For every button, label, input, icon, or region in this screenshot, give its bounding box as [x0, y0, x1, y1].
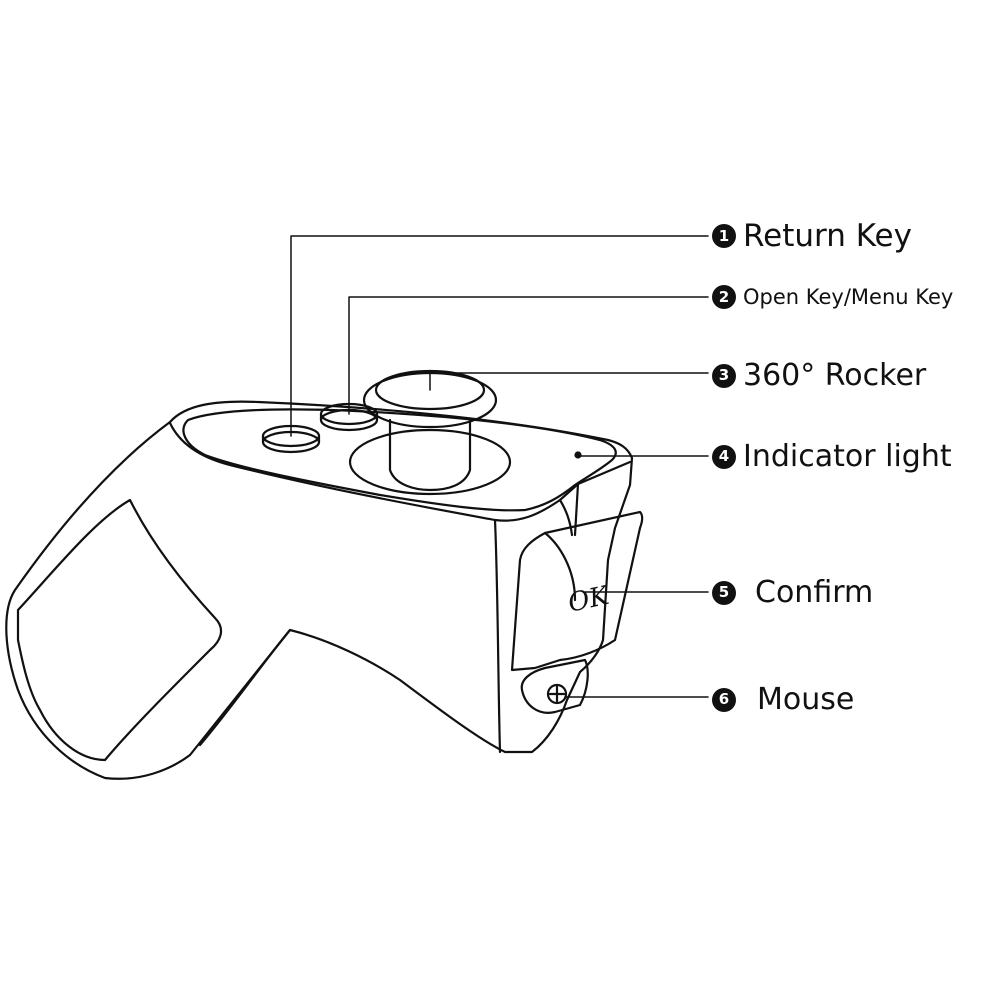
- confirm-ok-mark: OK: [566, 581, 614, 619]
- mouse-button-face: [520, 658, 589, 714]
- callout-label: Indicator light: [743, 439, 952, 474]
- leader-line-menu-key: [348, 296, 709, 415]
- confirm-button-face: [510, 510, 644, 672]
- callout-number: 4: [712, 444, 736, 469]
- front-face-split: [558, 498, 574, 537]
- callout-menu-key: 2 Open Key/Menu Key: [712, 285, 953, 309]
- rocker-base-ring: [348, 428, 512, 496]
- callout-label: 360° Rocker: [743, 358, 927, 393]
- controller-outline: [5, 400, 634, 780]
- mouse-icon: [546, 683, 568, 705]
- confirm-button: OK: [510, 510, 644, 672]
- callout-number: 5: [712, 580, 736, 605]
- callout-confirm: 5 Confirm: [712, 575, 873, 610]
- callout-number: 2: [712, 285, 736, 309]
- grip-panel: [16, 498, 223, 762]
- leader-lines: [290, 235, 709, 698]
- callout-label: Confirm: [755, 575, 874, 610]
- rocker-cap-top: [374, 369, 486, 411]
- front-face-left-edge: [493, 518, 502, 754]
- callout-label: Open Key/Menu Key: [743, 285, 954, 309]
- callout-rocker: 3 360° Rocker: [712, 358, 926, 393]
- callout-number: 1: [712, 224, 736, 248]
- callout-return-key: 1 Return Key: [712, 218, 912, 254]
- leader-line-rocker: [429, 372, 709, 391]
- callout-indicator-light: 4 Indicator light: [712, 439, 952, 474]
- grip-contour: [198, 628, 292, 747]
- callout-label: Mouse: [757, 682, 855, 717]
- callout-number: 6: [712, 687, 736, 712]
- confirm-button-bevel: [543, 531, 577, 602]
- callout-number: 3: [712, 363, 736, 388]
- controller-body: [5, 400, 634, 780]
- mouse-button: [520, 658, 589, 714]
- mouse-icon-cross: [548, 685, 566, 703]
- callout-label: Return Key: [743, 218, 912, 254]
- top-deck-rim: [168, 421, 632, 522]
- callout-mouse: 6 Mouse: [712, 682, 854, 717]
- leader-line-return-key: [290, 235, 709, 437]
- rocker-stem: [388, 418, 472, 492]
